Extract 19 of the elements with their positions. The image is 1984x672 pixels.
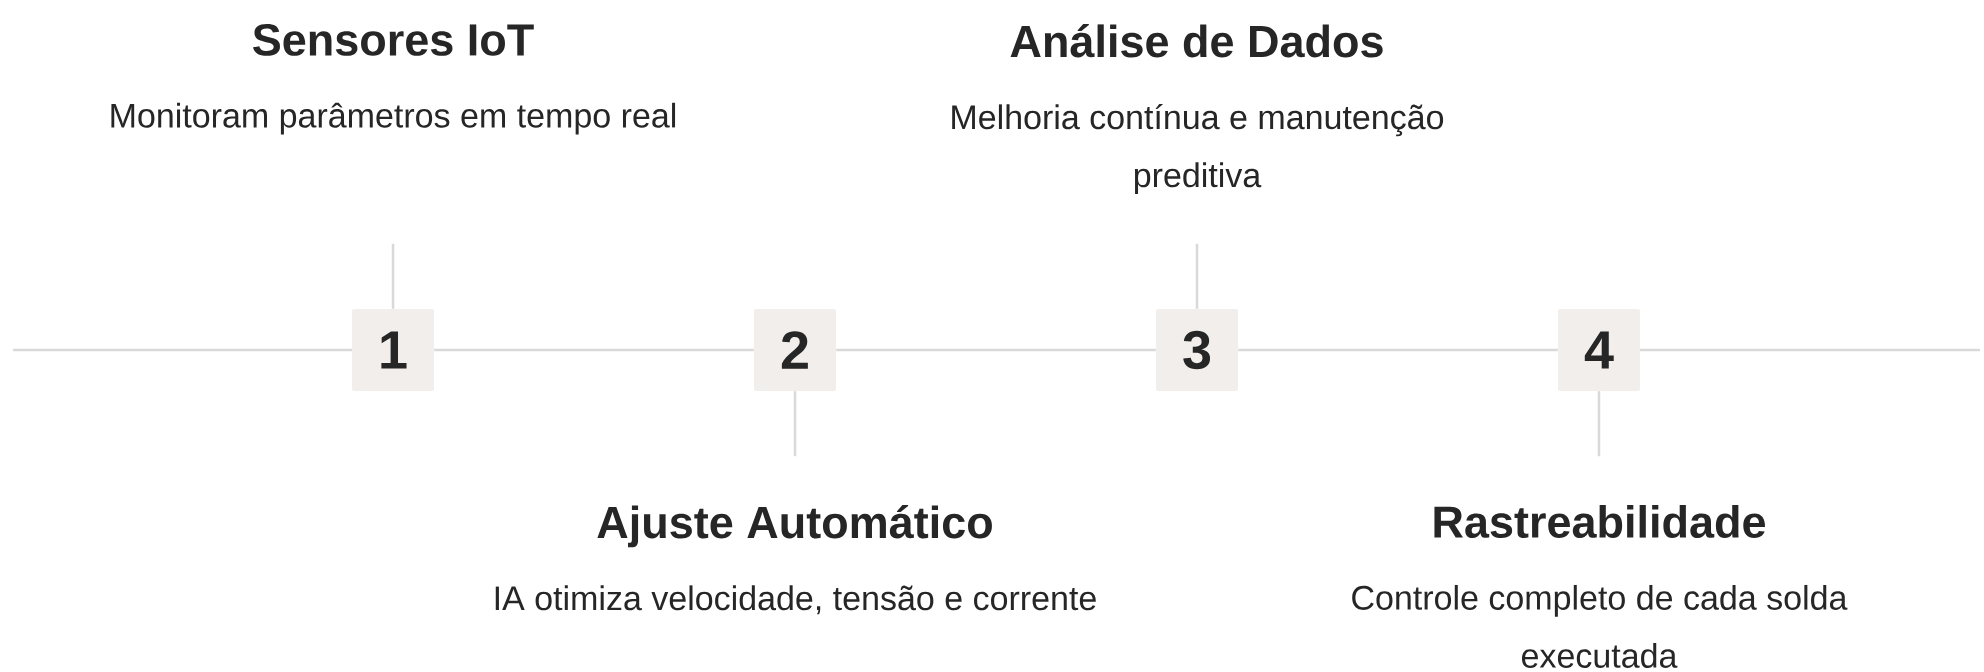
tick-line (1597, 391, 1601, 457)
timeline-line (836, 348, 1156, 352)
number-box: 4 (1558, 309, 1640, 391)
number-box: 2 (754, 309, 836, 391)
step-title: Sensores IoT (253, 24, 534, 56)
number-box: 1 (352, 309, 434, 391)
tick-line (391, 243, 395, 309)
timeline-line (1238, 348, 1558, 352)
step-title: Análise de Dados (1010, 24, 1383, 58)
step-description: Monitoram parâmetros em tempo real (111, 102, 676, 135)
step-title: Ajuste Automático (597, 505, 992, 548)
step-description: Controle completo de cada solda executada (1352, 584, 1848, 668)
step-title: Rastreabilidade (1434, 505, 1765, 539)
timeline-line (434, 348, 754, 352)
step-description: IA otimiza velocidade, tensão e corrente (495, 585, 1096, 615)
tick-line (1195, 243, 1199, 309)
number-box: 3 (1156, 309, 1238, 391)
step-description: Melhoria contínua e manutenção preditiva (952, 103, 1444, 195)
tick-line (793, 391, 797, 457)
